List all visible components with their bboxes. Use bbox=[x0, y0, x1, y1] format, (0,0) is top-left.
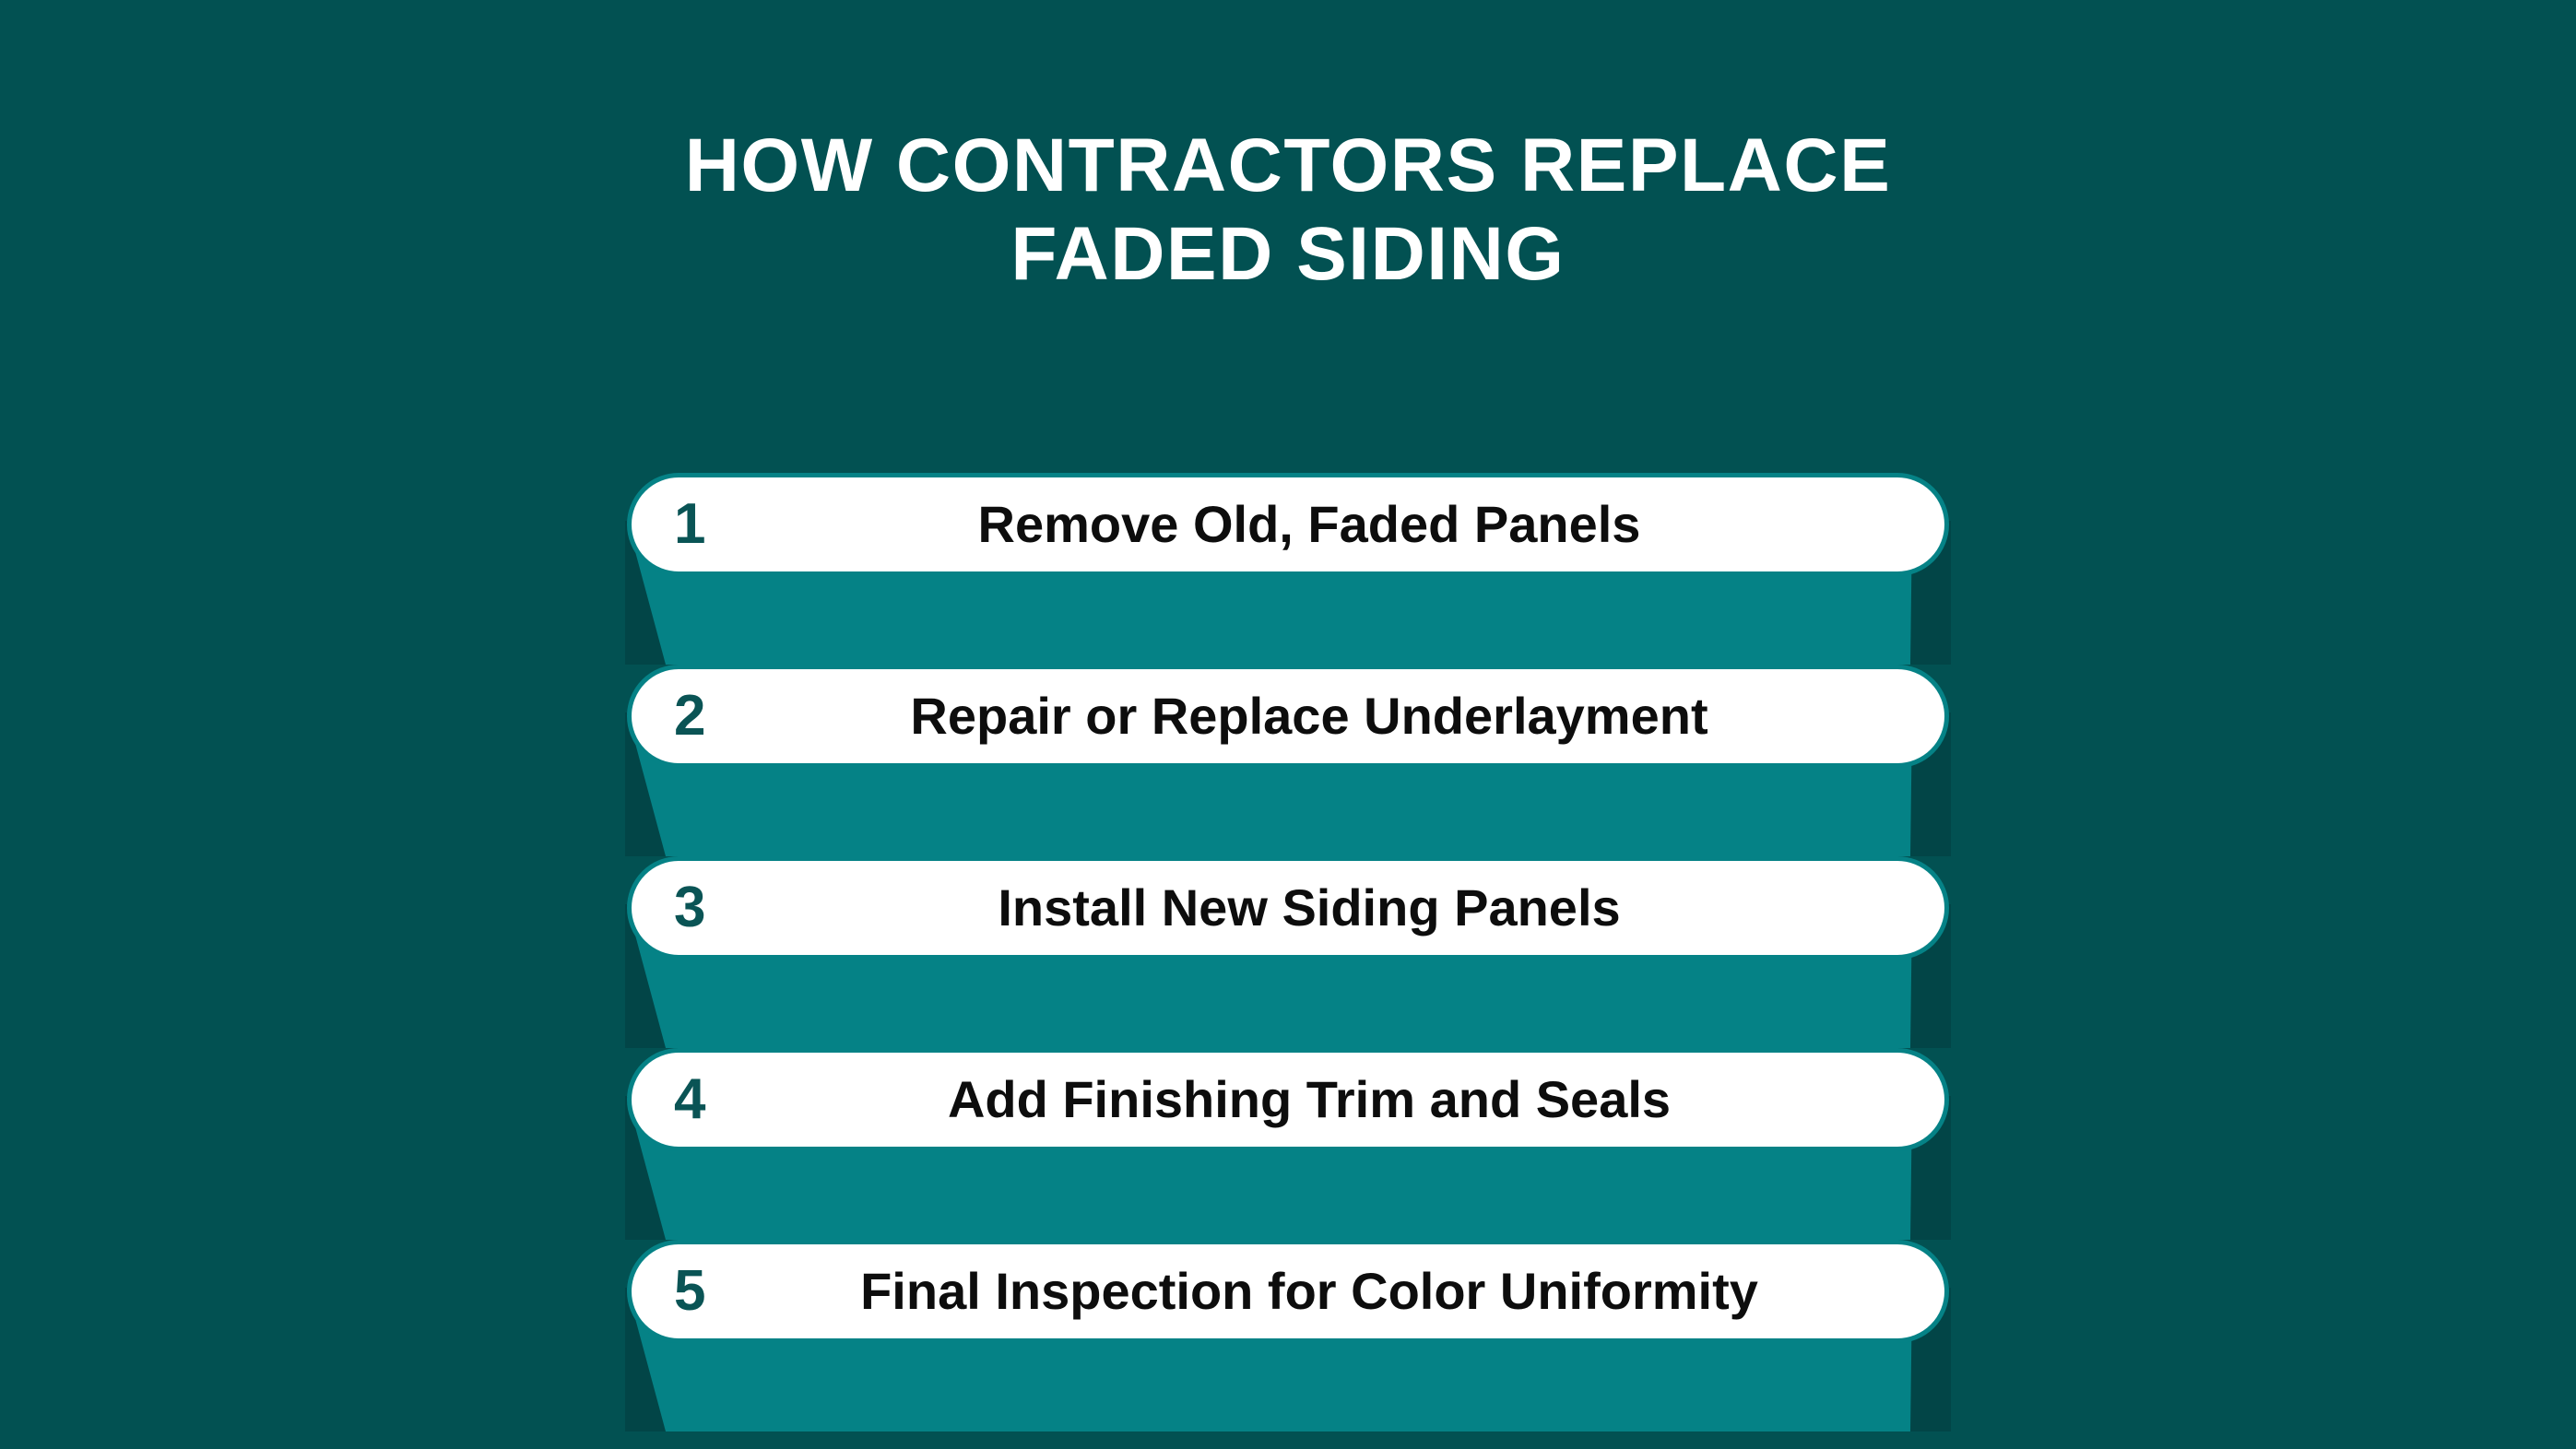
step-card-5[interactable]: 5 Final Inspection for Color Uniformity bbox=[627, 1240, 1949, 1343]
step-number-2: 2 bbox=[674, 684, 706, 748]
step-item: 1 Remove Old, Faded Panels bbox=[625, 473, 1951, 665]
step-card-4[interactable]: 4 Add Finishing Trim and Seals bbox=[627, 1048, 1949, 1151]
steps-list: 1 Remove Old, Faded Panels 2 Repair or R… bbox=[625, 473, 1951, 1431]
step-item: 2 Repair or Replace Underlayment bbox=[625, 665, 1951, 856]
page-title: HOW CONTRACTORS REPLACE FADED SIDING bbox=[0, 122, 2576, 299]
step-number-5: 5 bbox=[674, 1259, 706, 1323]
step-item: 5 Final Inspection for Color Uniformity bbox=[625, 1240, 1951, 1431]
step-card-1[interactable]: 1 Remove Old, Faded Panels bbox=[627, 473, 1949, 576]
step-card-3[interactable]: 3 Install New Siding Panels bbox=[627, 856, 1949, 960]
step-number-3: 3 bbox=[674, 876, 706, 939]
step-label-2: Repair or Replace Underlayment bbox=[910, 687, 1708, 746]
step-label-4: Add Finishing Trim and Seals bbox=[947, 1070, 1672, 1129]
step-item: 3 Install New Siding Panels bbox=[625, 856, 1951, 1048]
step-number-4: 4 bbox=[674, 1067, 706, 1131]
step-label-3: Install New Siding Panels bbox=[998, 878, 1621, 937]
page-title-line-2: FADED SIDING bbox=[1010, 211, 1566, 296]
step-label-5: Final Inspection for Color Uniformity bbox=[860, 1262, 1758, 1321]
step-label-1: Remove Old, Faded Panels bbox=[977, 495, 1641, 554]
step-card-2[interactable]: 2 Repair or Replace Underlayment bbox=[627, 665, 1949, 768]
page-title-line-1: HOW CONTRACTORS REPLACE bbox=[684, 124, 1892, 207]
step-item: 4 Add Finishing Trim and Seals bbox=[625, 1048, 1951, 1240]
step-number-1: 1 bbox=[674, 492, 706, 556]
